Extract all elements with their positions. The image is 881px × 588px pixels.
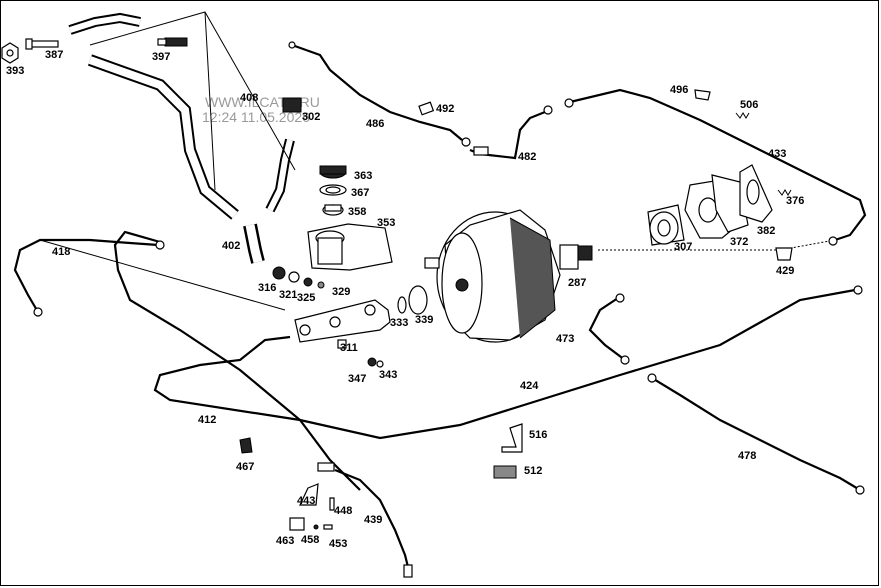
label-367: 367 [351,187,369,199]
label-397: 397 [152,51,170,63]
label-339: 339 [415,314,433,326]
watermark-line2: 12:24 11.05.2026 [202,109,310,125]
brake-lines [13,43,867,576]
label-424: 424 [520,380,539,392]
label-467: 467 [236,461,254,473]
label-408: 408 [240,92,258,104]
label-429: 429 [776,265,794,277]
label-325: 325 [297,292,315,304]
fluid-reservoir [307,165,393,271]
label-321: 321 [279,289,297,301]
label-512: 512 [524,465,542,477]
watermark-line1: WWW.ILCATS.RU [205,94,320,110]
part-labels: 393 387 397 408 302 492 486 482 496 506 … [6,49,804,550]
label-347: 347 [348,373,366,385]
label-463: 463 [276,535,294,547]
label-506: 506 [740,99,758,111]
label-376: 376 [786,195,804,207]
label-382: 382 [757,225,775,237]
brake-booster [424,209,593,343]
label-329: 329 [332,286,350,298]
label-458: 458 [301,534,319,546]
label-287: 287 [568,277,586,289]
label-439: 439 [364,514,382,526]
label-393: 393 [6,65,24,77]
label-496: 496 [670,84,688,96]
label-372: 372 [730,236,748,248]
label-443: 443 [297,495,315,507]
label-363: 363 [354,170,372,182]
label-482: 482 [518,151,536,163]
label-333: 333 [390,317,408,329]
master-cylinder [294,285,428,349]
label-343: 343 [379,369,397,381]
label-412: 412 [198,414,216,426]
label-492: 492 [436,103,454,115]
label-387: 387 [45,49,63,61]
label-448: 448 [334,505,352,517]
label-516: 516 [529,429,547,441]
label-302: 302 [302,111,320,123]
label-316: 316 [258,282,276,294]
label-402: 402 [222,240,240,252]
label-353: 353 [377,217,395,229]
label-478: 478 [738,450,756,462]
label-311: 311 [340,342,358,354]
label-473: 473 [556,333,574,345]
pedal-mount-parts [647,164,773,246]
label-358: 358 [348,206,366,218]
small-parts [1,37,865,578]
label-418: 418 [52,246,70,258]
label-486: 486 [366,118,384,130]
label-433: 433 [768,148,786,160]
label-307: 307 [674,241,692,253]
vacuum-hose [68,11,296,220]
label-453: 453 [329,538,347,550]
